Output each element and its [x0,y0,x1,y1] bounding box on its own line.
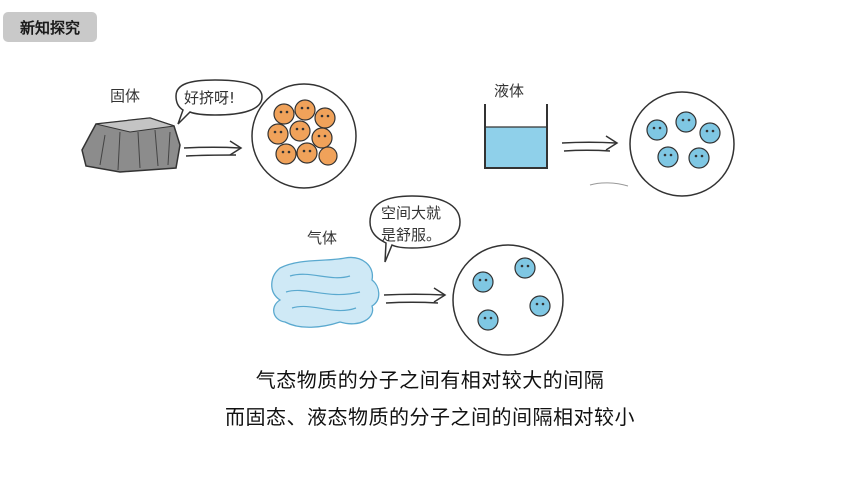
gas-molecules-circle [452,244,564,356]
solid-molecules-circle [251,83,357,189]
gas-cloud-icon [271,256,380,328]
liquid-molecules-circle [629,91,735,197]
gas-bubble-line2: 是舒服。 [381,226,441,244]
solid-arrow [183,140,243,157]
solid-label: 固体 [110,87,140,105]
section-tag: 新知探究 [3,12,97,42]
liquid-arrow [561,135,619,152]
beaker-icon [484,104,548,169]
gas-bubble-line1: 空间大就 [381,204,441,222]
solid-bubble-text: 好挤呀! [184,89,235,107]
caption-line-1: 气态物质的分子之间有相对较大的间隔 [255,368,605,392]
gas-speech-bubble: 空间大就 是舒服。 [369,195,461,263]
gas-label: 气体 [307,229,337,247]
gas-arrow [383,287,447,304]
caption-line-2: 而固态、液态物质的分子之间的间隔相对较小 [225,405,635,429]
solid-speech-bubble: 好挤呀! [175,79,263,125]
rock-icon [81,117,181,173]
liquid-label: 液体 [494,82,524,100]
